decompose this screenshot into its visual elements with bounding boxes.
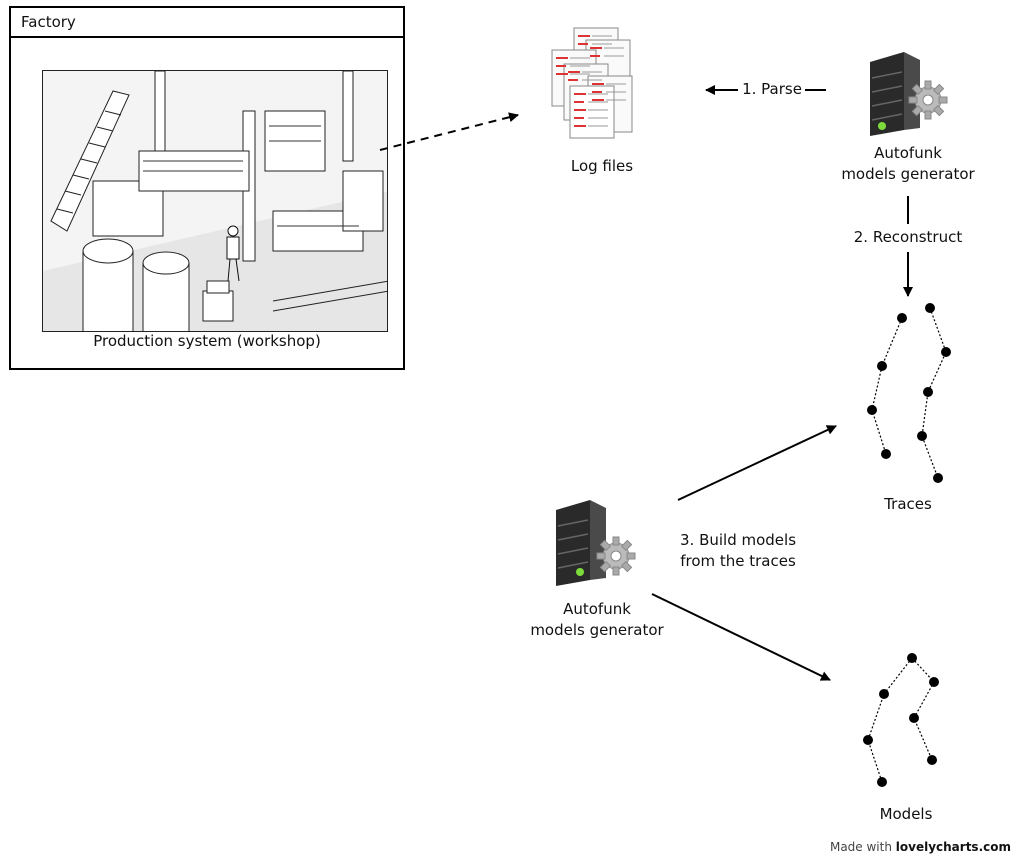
- generator-bottom-label: Autofunk models generator: [522, 599, 672, 641]
- build-label-line1: 3. Build models: [679, 531, 797, 549]
- footer-credit[interactable]: Made with lovelycharts.com: [830, 840, 1011, 854]
- server-gear-icon-bottom: [546, 496, 642, 588]
- footer-prefix: Made with: [829, 840, 896, 854]
- models-label: Models: [879, 805, 933, 823]
- generator-top-label: Autofunk models generator: [838, 143, 978, 185]
- trace-graph-icon: [858, 300, 958, 490]
- factory-container: Factory: [9, 6, 405, 370]
- build-label-line2: from the traces: [680, 552, 796, 570]
- factory-to-logs-arrow: [379, 112, 519, 151]
- log-files-icon: [540, 26, 660, 146]
- build-label: 3. Build models from the traces: [666, 530, 810, 572]
- factory-title: Factory: [11, 8, 403, 38]
- generator-top-line1: Autofunk: [874, 144, 942, 162]
- model-graph-icon: [856, 650, 956, 790]
- server-gear-icon-top: [860, 48, 956, 138]
- factory-caption: Production system (workshop): [93, 332, 321, 350]
- factory-workshop-illustration: [42, 70, 388, 332]
- build-to-traces-arrow: [677, 425, 837, 501]
- parse-label: 1. Parse: [742, 80, 802, 98]
- reconstruct-label: 2. Reconstruct: [853, 228, 963, 246]
- build-to-models-arrow: [651, 593, 831, 681]
- log-files-label: Log files: [570, 157, 634, 175]
- traces-label: Traces: [884, 495, 932, 513]
- footer-brand-link[interactable]: lovelycharts.com: [895, 840, 1011, 854]
- generator-top-line2: models generator: [841, 165, 975, 183]
- generator-bottom-line1: Autofunk: [563, 600, 631, 618]
- generator-bottom-line2: models generator: [530, 621, 664, 639]
